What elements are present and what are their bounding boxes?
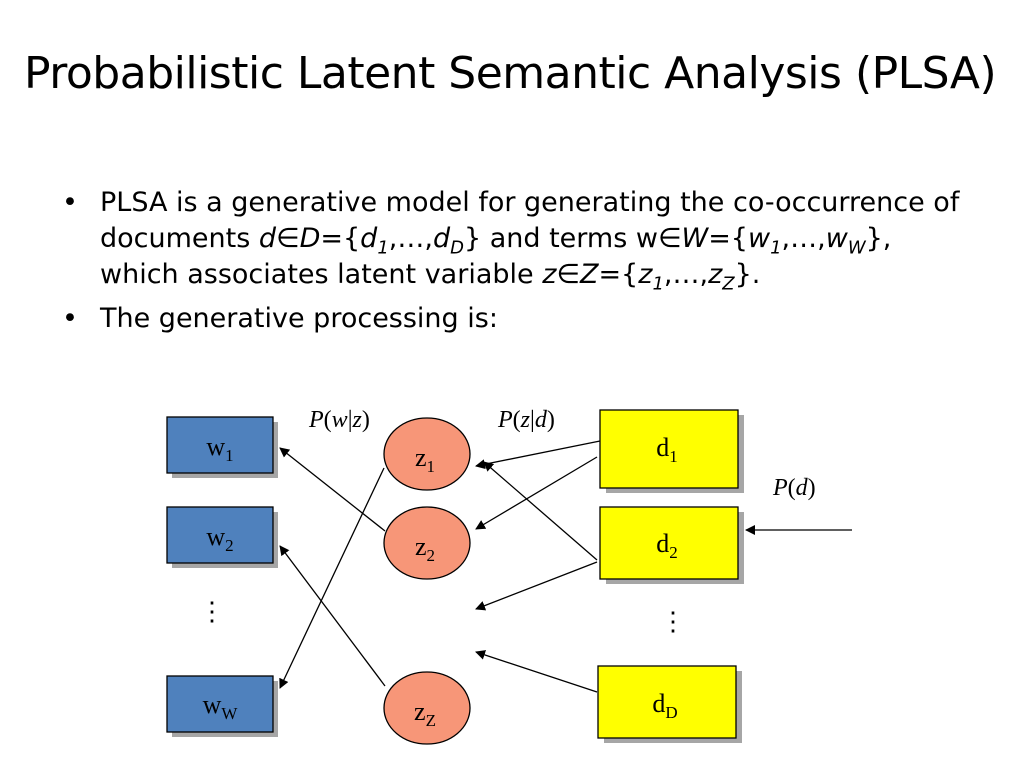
svg-text:z2: z2 [415, 532, 435, 565]
svg-text:wW: wW [203, 690, 239, 723]
label-p-z-given-d: P(z|d) [497, 407, 555, 433]
bullet-item-2: • The generative processing is: [62, 301, 962, 337]
word-nodes: w1 w2 ⋮ wW [166, 416, 278, 737]
bullet-dot: • [62, 303, 78, 334]
arrow-z2-to-w1 [279, 447, 386, 532]
label-p-d: P(d) [772, 475, 816, 501]
arrow-group [279, 440, 852, 693]
svg-text:z1: z1 [415, 443, 435, 476]
topic-node-z2: z2 [383, 506, 471, 580]
topic-node-zZ: zZ [383, 671, 471, 745]
svg-text:dD: dD [652, 689, 677, 722]
bullet-1-text: PLSA is a generative model for generatin… [100, 187, 960, 295]
doc-vdots: ⋮ [660, 607, 686, 636]
word-node-w2: w2 [166, 506, 278, 568]
label-p-w-given-z: P(w|z) [308, 407, 370, 433]
arrow-d2-to-dots [475, 561, 598, 611]
word-node-w1: w1 [166, 416, 278, 478]
bullet-dot: • [62, 187, 78, 218]
svg-text:w2: w2 [206, 522, 233, 555]
arrow-z1-to-wW [279, 467, 385, 689]
topic-node-z1: z1 [383, 417, 471, 491]
svg-text:d1: d1 [656, 433, 678, 466]
svg-text:zZ: zZ [414, 697, 436, 730]
doc-node-d2: d2 [599, 506, 744, 584]
arrow-d1-to-z2 [475, 456, 598, 530]
arrow-d1-to-z1 [475, 440, 601, 470]
svg-text:w1: w1 [206, 432, 233, 465]
doc-nodes: d1 d2 ⋮ dD [597, 409, 744, 743]
arrow-zZ-to-w2 [279, 545, 386, 687]
slide-title: Probabilistic Latent Semantic Analysis (… [24, 48, 997, 99]
bullet-item-1: • PLSA is a generative model for generat… [62, 185, 962, 293]
bullet-list: • PLSA is a generative model for generat… [62, 185, 962, 345]
word-vdots: ⋮ [199, 597, 225, 626]
doc-node-dD: dD [597, 665, 742, 743]
arrow-dD-to-dots [475, 650, 598, 693]
arrow-d2-to-z1 [483, 461, 598, 561]
word-node-wW: wW [166, 675, 278, 737]
bullet-2-text: The generative processing is: [100, 303, 498, 334]
svg-text:d2: d2 [656, 529, 678, 562]
doc-node-d1: d1 [599, 409, 744, 493]
topic-nodes: z1 z2 zZ [383, 417, 471, 745]
